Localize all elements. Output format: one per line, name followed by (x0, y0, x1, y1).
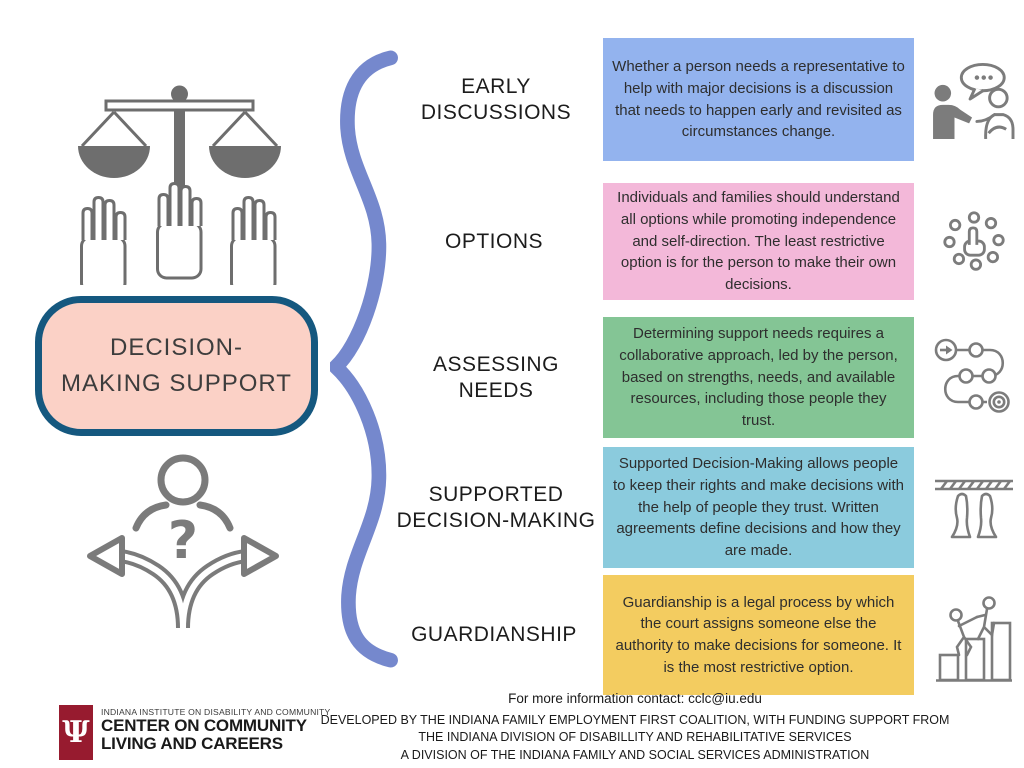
stage-label-supported-decision-making: SUPPORTED DECISION-MAKING (377, 447, 615, 568)
note-box-early-discussions: Whether a person needs a representative … (603, 38, 914, 161)
curly-brace (330, 46, 418, 674)
note-box-assessing-needs: Determining support needs requires a col… (603, 317, 914, 438)
svg-text:?: ? (168, 511, 198, 571)
note-text: Guardianship is a legal process by which… (615, 593, 902, 676)
standing-at-line-icon (928, 447, 1020, 568)
logo-text: INDIANA INSTITUTE ON DISABILITY AND COMM… (101, 705, 341, 754)
choice-options-icon (928, 183, 1020, 300)
footer-credit-line-2: THE INDIANA DIVISION OF DISABILLITY AND … (418, 730, 852, 745)
note-text: Determining support needs requires a col… (619, 325, 898, 430)
footer-credit-line-3: A DIVISION OF THE INDIANA FAMILY AND SOC… (400, 747, 870, 762)
helping-up-icon (928, 575, 1020, 701)
logo-center-name: CENTER ON COMMUNITY LIVING AND CAREERS (101, 716, 307, 754)
stage-label-text: EARLY DISCUSSIONS (420, 75, 572, 124)
iu-trident-icon: Ψ (59, 705, 93, 760)
scales-and-hands-icon (62, 80, 297, 285)
stage-label-options: OPTIONS (377, 183, 611, 300)
stage-label-text: OPTIONS (444, 229, 543, 253)
conversation-icon (928, 38, 1020, 161)
stage-label-text: GUARDIANSHIP (411, 623, 577, 647)
stage-label-early-discussions: EARLY DISCUSSIONS (412, 38, 580, 161)
note-box-supported-decision-making: Supported Decision-Making allows people … (603, 447, 914, 568)
note-box-guardianship: Guardianship is a legal process by which… (603, 575, 914, 695)
note-box-options: Individuals and families should understa… (603, 183, 914, 300)
iu-cclc-logo: Ψ INDIANA INSTITUTE ON DISABILITY AND CO… (59, 705, 341, 760)
footer-contact: For more information contact: cclc@iu.ed… (508, 691, 762, 706)
footer: For more information contact: cclc@iu.ed… (310, 691, 960, 764)
stage-label-guardianship: GUARDIANSHIP (377, 575, 611, 695)
title-text: DECISION-MAKING SUPPORT (61, 334, 292, 397)
note-text: Supported Decision-Making allows people … (613, 455, 904, 560)
note-text: Whether a person needs a representative … (612, 58, 905, 141)
logo-institute-line: INDIANA INSTITUTE ON DISABILITY AND COMM… (101, 707, 331, 717)
journey-path-icon (928, 317, 1020, 438)
footer-credit-line-1: DEVELOPED BY THE INDIANA FAMILY EMPLOYME… (320, 713, 950, 727)
iu-trident-glyph: Ψ (62, 715, 90, 750)
title-box: DECISION-MAKING SUPPORT (35, 296, 318, 436)
person-crossroads-icon: ? (78, 448, 293, 633)
stage-label-text: ASSESSING NEEDS (433, 353, 559, 402)
note-text: Individuals and families should understa… (617, 189, 900, 294)
stage-label-text: SUPPORTED DECISION-MAKING (396, 483, 596, 532)
stage-label-assessing-needs: ASSESSING NEEDS (412, 317, 580, 438)
